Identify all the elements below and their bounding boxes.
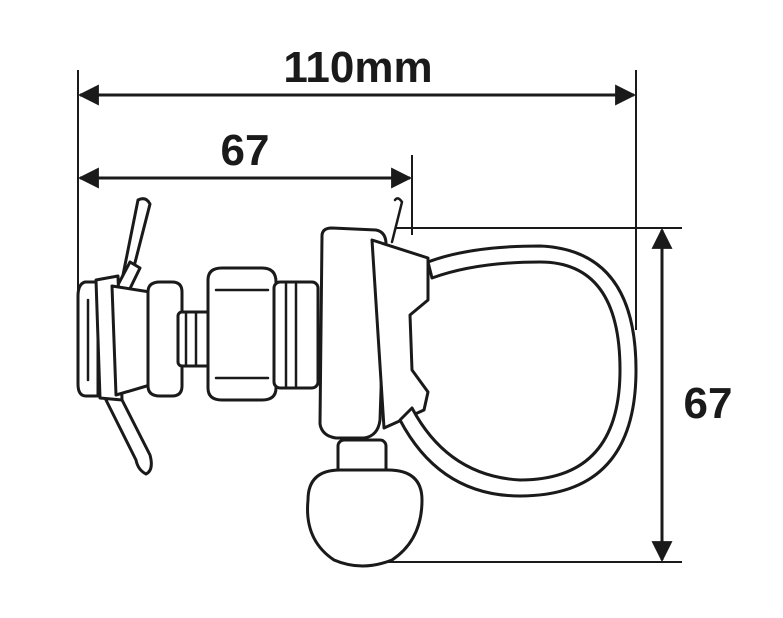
mount-width-dimension: 67 [77,126,413,235]
ball-joint [146,266,320,402]
adapter-plate [76,197,153,476]
clamp-body [318,197,430,440]
overall-width-dimension: 110mm [77,43,637,330]
strap-loop [398,244,638,498]
clamp-height-dimension: 67 [380,227,733,563]
mount-width-label: 67 [221,126,270,175]
tightening-knob [306,438,424,568]
handlebar-mount-drawing [76,197,638,568]
clamp-height-label: 67 [684,379,733,428]
overall-width-label: 110mm [283,43,432,92]
